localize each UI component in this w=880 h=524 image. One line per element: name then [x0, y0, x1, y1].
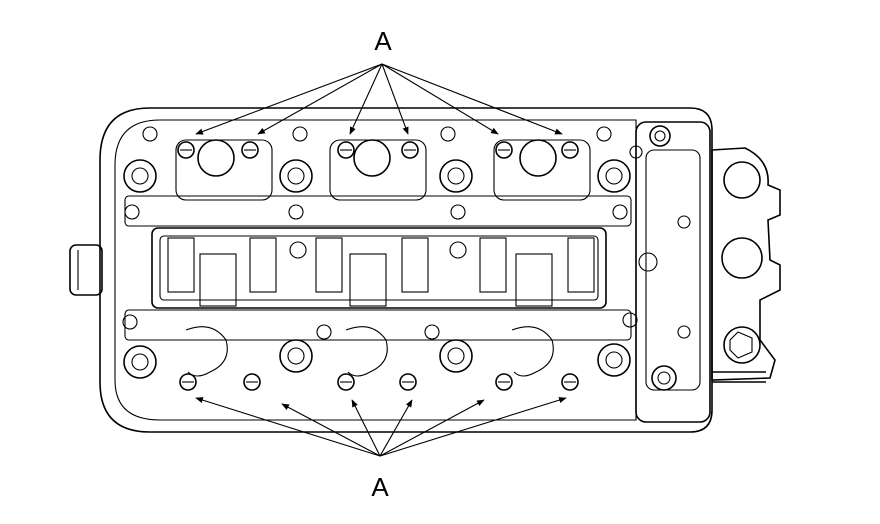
small-bolts [122, 126, 691, 340]
callout-label-top: A [374, 26, 392, 56]
callout-leaders-top [195, 63, 563, 135]
end-cover [635, 121, 781, 423]
rocker-arms [167, 237, 595, 307]
cam-towers-top [175, 139, 591, 201]
callout-leaders-bottom [195, 397, 567, 457]
valve-adjusters-top [177, 141, 579, 159]
rocker-shaft-area [124, 195, 632, 341]
rocker-arms-bottom [179, 326, 579, 391]
head-housing [69, 107, 713, 433]
head-bolts [123, 125, 677, 391]
callout-label-bottom: A [371, 472, 389, 502]
